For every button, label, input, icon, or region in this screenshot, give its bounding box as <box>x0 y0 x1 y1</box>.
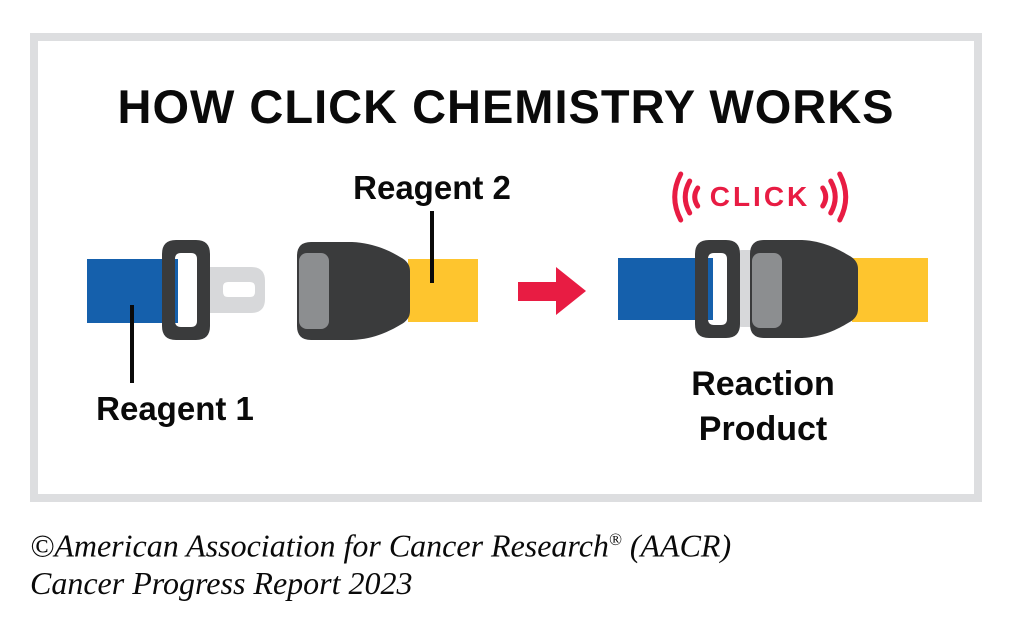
reagent1-tongue-ring-icon <box>162 240 210 340</box>
reagent2-buckle-slot-icon <box>299 253 329 329</box>
diagram-title: HOW CLICK CHEMISTRY WORKS <box>117 80 895 133</box>
copyright-line1-text: ©American Association for Cancer Researc… <box>30 527 609 564</box>
reagent1-label: Reagent 1 <box>96 390 254 427</box>
product-yellow-strap <box>852 258 928 322</box>
reaction-product-label-line1: Reaction <box>691 365 835 403</box>
reagent1-tongue-plate-icon <box>207 267 265 313</box>
copyright-line2: Cancer Progress Report 2023 <box>30 564 413 601</box>
sound-waves-left-icon <box>672 171 701 223</box>
reaction-product-label-line2: Product <box>698 410 828 448</box>
reagent2-label: Reagent 2 <box>353 169 511 206</box>
reagent2-yellow-strap <box>408 259 478 322</box>
sound-waves-right-icon <box>819 171 848 223</box>
reaction-product-label: Reaction Product <box>691 362 835 452</box>
click-label: CLICK <box>709 181 811 212</box>
product-tongue-ring-icon <box>695 240 740 338</box>
product-buckle-slot-icon <box>752 253 782 328</box>
reaction-arrow-icon <box>518 267 586 315</box>
registered-mark: ® <box>608 530 622 549</box>
click-sound-effect: CLICK <box>667 170 854 224</box>
copyright-line1-suffix: (AACR) <box>621 527 732 564</box>
copyright-line1: ©American Association for Cancer Researc… <box>30 521 731 565</box>
copyright-block: ©American Association for Cancer Researc… <box>30 521 731 602</box>
